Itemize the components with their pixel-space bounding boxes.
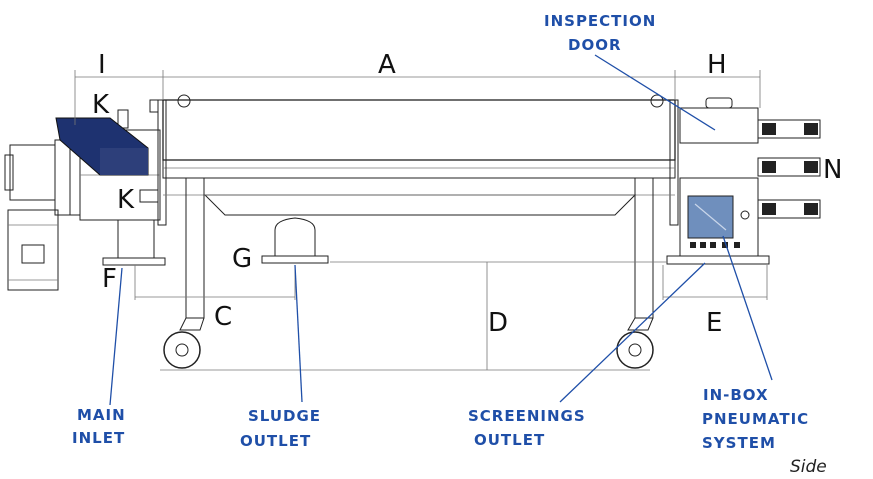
dim-label-a: A — [378, 50, 396, 80]
drive-motor — [4, 139, 71, 291]
dim-label-d: D — [488, 308, 508, 338]
dim-label-k-top: K — [92, 90, 110, 120]
dim-label-h: H — [707, 50, 727, 80]
main-body — [157, 94, 679, 264]
callout-screenings-outlet-line1: SCREENINGS — [468, 407, 586, 425]
legs-and-wheels — [163, 177, 654, 369]
dim-label-n: N — [823, 155, 842, 185]
dim-label-c: C — [214, 302, 232, 332]
callout-in-box-line2: PNEUMATIC — [702, 410, 809, 428]
callout-sludge-outlet-line1: SLUDGE — [248, 407, 321, 425]
callout-inspection-door-line2: DOOR — [568, 36, 622, 54]
dim-label-i: I — [98, 50, 106, 80]
callout-screenings-outlet-line2: OUTLET — [474, 431, 545, 449]
callout-in-box-line1: IN-BOX — [703, 386, 769, 404]
callout-in-box-line3: SYSTEM — [702, 434, 776, 452]
dim-label-e: E — [706, 308, 722, 338]
callout-leaders — [109, 54, 773, 406]
inlet-section — [55, 99, 166, 266]
callout-inspection-door-line1: INSPECTION — [544, 12, 656, 30]
dim-label-g: G — [232, 244, 252, 274]
dim-label-f: F — [102, 264, 117, 294]
callout-sludge-outlet-line2: OUTLET — [240, 432, 311, 450]
callout-main-inlet-line1: MAIN — [77, 406, 126, 424]
right-box — [666, 97, 821, 265]
callout-main-inlet-line2: INLET — [72, 429, 125, 447]
dim-label-k-bottom: K — [117, 185, 135, 215]
view-caption: Side — [790, 457, 827, 477]
dimension-lines — [74, 70, 768, 371]
